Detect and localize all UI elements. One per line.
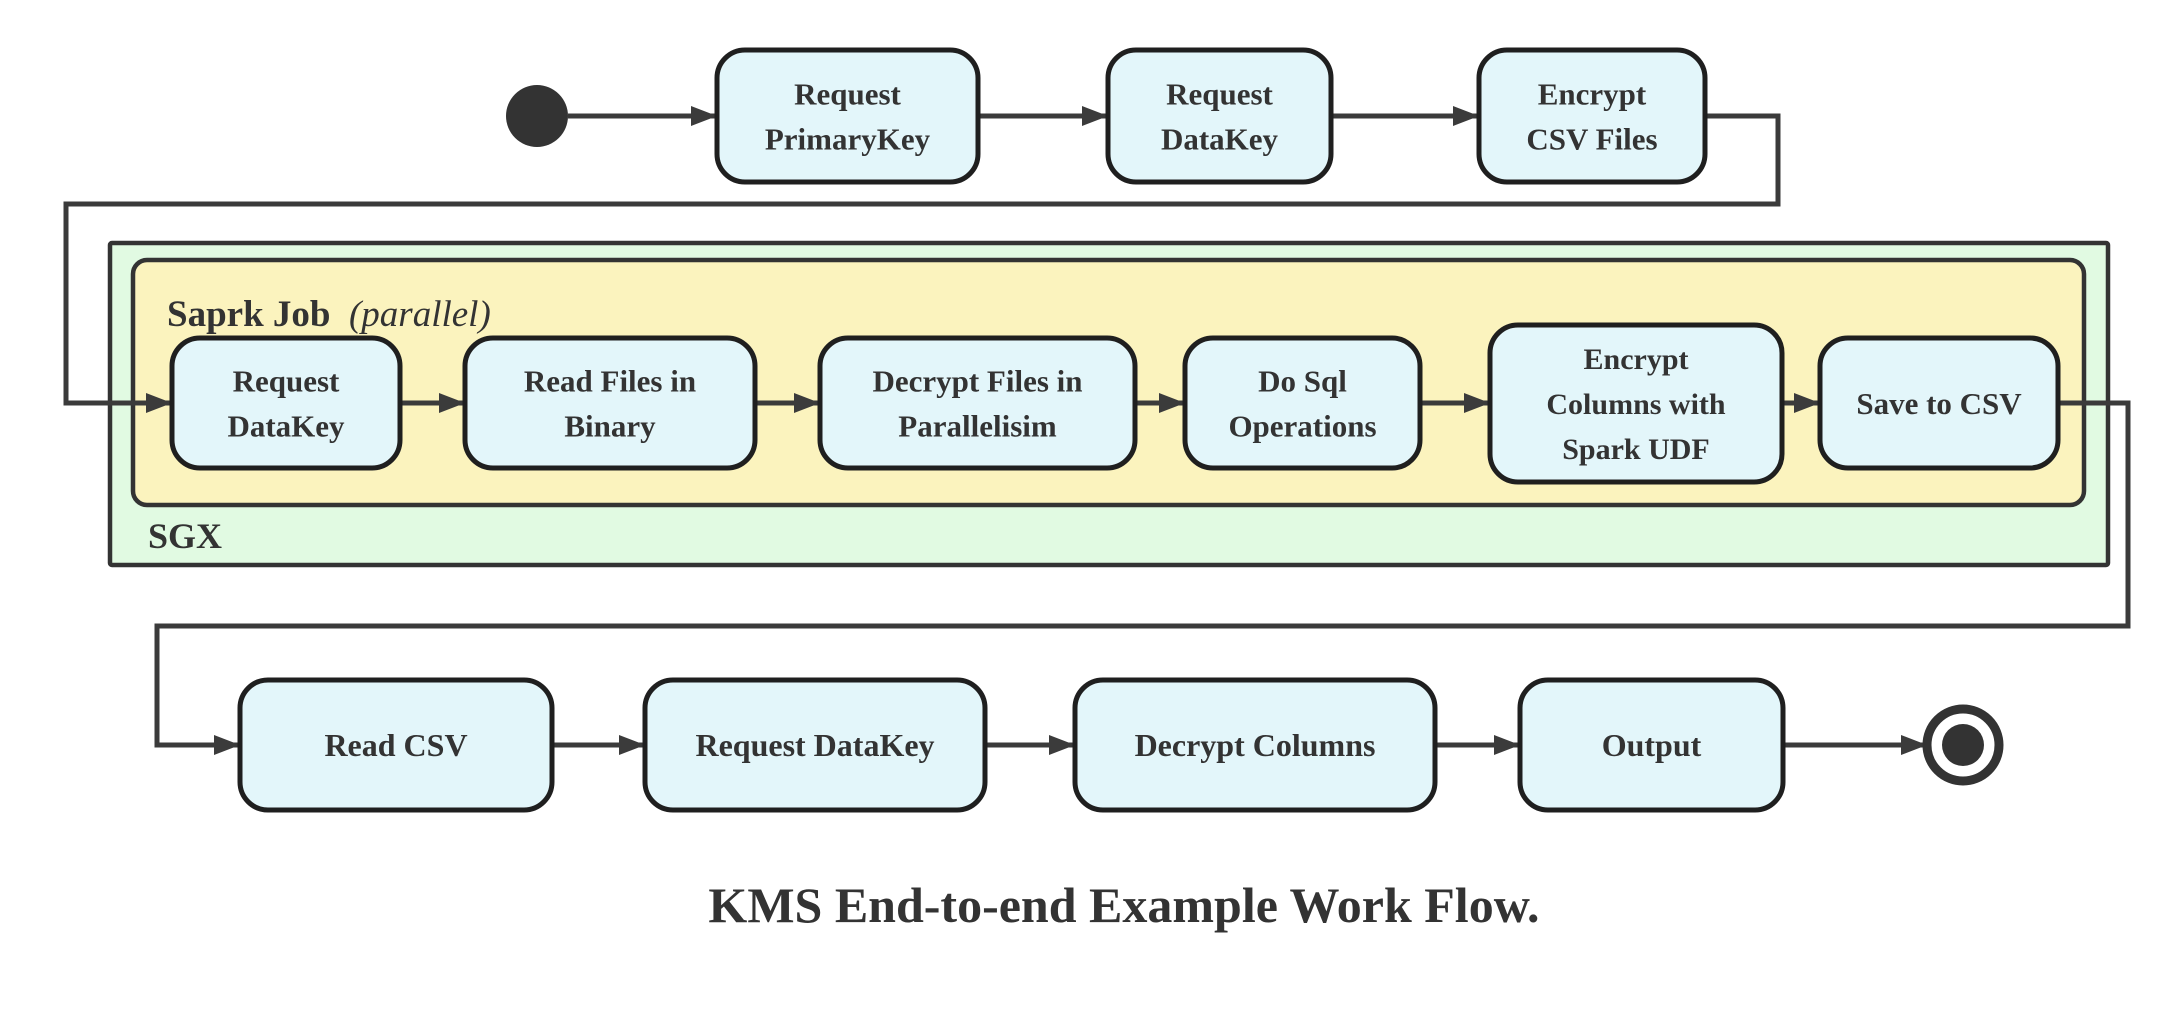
- node-save-to-csv-label: Save to CSV: [1856, 386, 2022, 421]
- node-encrypt-csv-files: [1476, 47, 1708, 185]
- node-output-label: Output: [1602, 727, 1702, 763]
- edge-save-to-csv-to-read-csv: [154, 400, 2131, 755]
- sgx-label: SGX: [148, 516, 222, 556]
- edge-encrypt-csv-files-to-request-datakey-sgx: [63, 113, 1781, 413]
- node-request-datakey-sgx: [169, 335, 403, 471]
- node-encrypt-columns-with-spark-udf: [1487, 322, 1785, 485]
- node-request-primarykey: [714, 47, 981, 185]
- start-state-icon: [506, 85, 568, 147]
- node-decrypt-columns-label: Decrypt Columns: [1135, 727, 1376, 763]
- node-decrypt-columns: [1072, 677, 1438, 813]
- node-do-sql-operations: [1182, 335, 1423, 471]
- node-read-csv: [237, 677, 555, 813]
- end-state-dot-icon: [1942, 724, 1984, 766]
- node-read-csv-label: Read CSV: [324, 727, 467, 763]
- node-save-to-csv: [1817, 335, 2061, 471]
- node-decrypt-files-in-parallelisim: [817, 335, 1138, 471]
- node-request-datakey-top: [1105, 47, 1334, 185]
- node-read-files-in-binary: [462, 335, 758, 471]
- node-request-datakey-bottom-label: Request DataKey: [695, 727, 934, 763]
- node-output: [1517, 677, 1786, 813]
- spark-job-label: Saprk Job (parallel): [167, 294, 491, 335]
- diagram-caption: KMS End-to-end Example Work Flow.: [708, 877, 1539, 933]
- node-request-datakey-bottom: [642, 677, 988, 813]
